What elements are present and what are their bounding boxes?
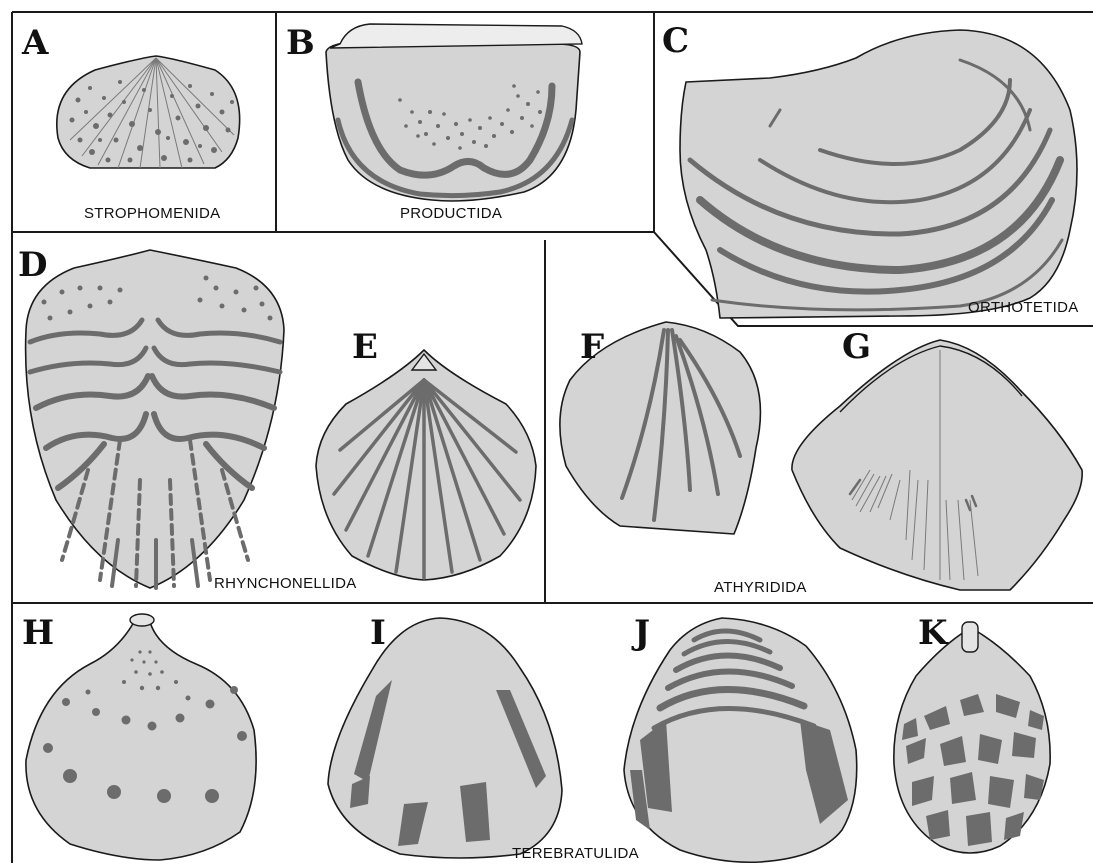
- panel-letter-i: I: [370, 613, 386, 653]
- pedicle-k: [962, 622, 978, 652]
- group-label-strophomenida: STROPHOMENIDA: [84, 205, 220, 222]
- panel-letter-e: E: [352, 327, 378, 367]
- panel-letter-j: J: [631, 613, 650, 653]
- specimen-i: I: [328, 613, 562, 858]
- group-label-rhynchonellida: RHYNCHONELLIDA: [214, 575, 357, 592]
- panel-letter-f: F: [580, 327, 604, 367]
- shell-outline-h: [26, 622, 256, 860]
- group-label-terebratulida: TEREBRATULIDA: [512, 845, 639, 862]
- panel-letter-k: K: [918, 613, 949, 653]
- unpatterned-center-j: [680, 740, 794, 848]
- panel-letter-a: A: [21, 23, 49, 63]
- specimen-d: D: [18, 245, 284, 588]
- pedicle-foramen-h: [130, 614, 154, 626]
- hinge-area-b: [330, 24, 582, 48]
- panel-letter-b: B: [286, 23, 315, 63]
- group-label-athyridida: ATHYRIDIDA: [714, 579, 807, 596]
- specimen-c: C ORTHOTETIDA: [662, 21, 1079, 318]
- panel-letter-g: G: [842, 327, 871, 367]
- shell-outline-c: [680, 30, 1077, 318]
- specimen-h: H: [22, 613, 256, 860]
- specimen-j: J TEREBRATULIDA: [512, 613, 857, 862]
- shell-outline-g: [792, 340, 1082, 590]
- panel-letter-d: D: [18, 245, 47, 285]
- specimen-g: G ATHYRIDIDA: [714, 327, 1082, 596]
- specimen-b: B PRODUCTIDA: [286, 23, 582, 222]
- specimen-a: A STROPHOMENIDA: [21, 23, 240, 222]
- specimen-f: F: [560, 322, 761, 534]
- panel-letter-c: C: [662, 21, 689, 61]
- group-label-orthotetida: ORTHOTETIDA: [968, 299, 1079, 316]
- group-label-productida: PRODUCTIDA: [400, 205, 502, 222]
- panel-letter-h: H: [22, 613, 54, 653]
- specimen-k: K: [894, 613, 1050, 853]
- shell-outline-b: [326, 42, 580, 201]
